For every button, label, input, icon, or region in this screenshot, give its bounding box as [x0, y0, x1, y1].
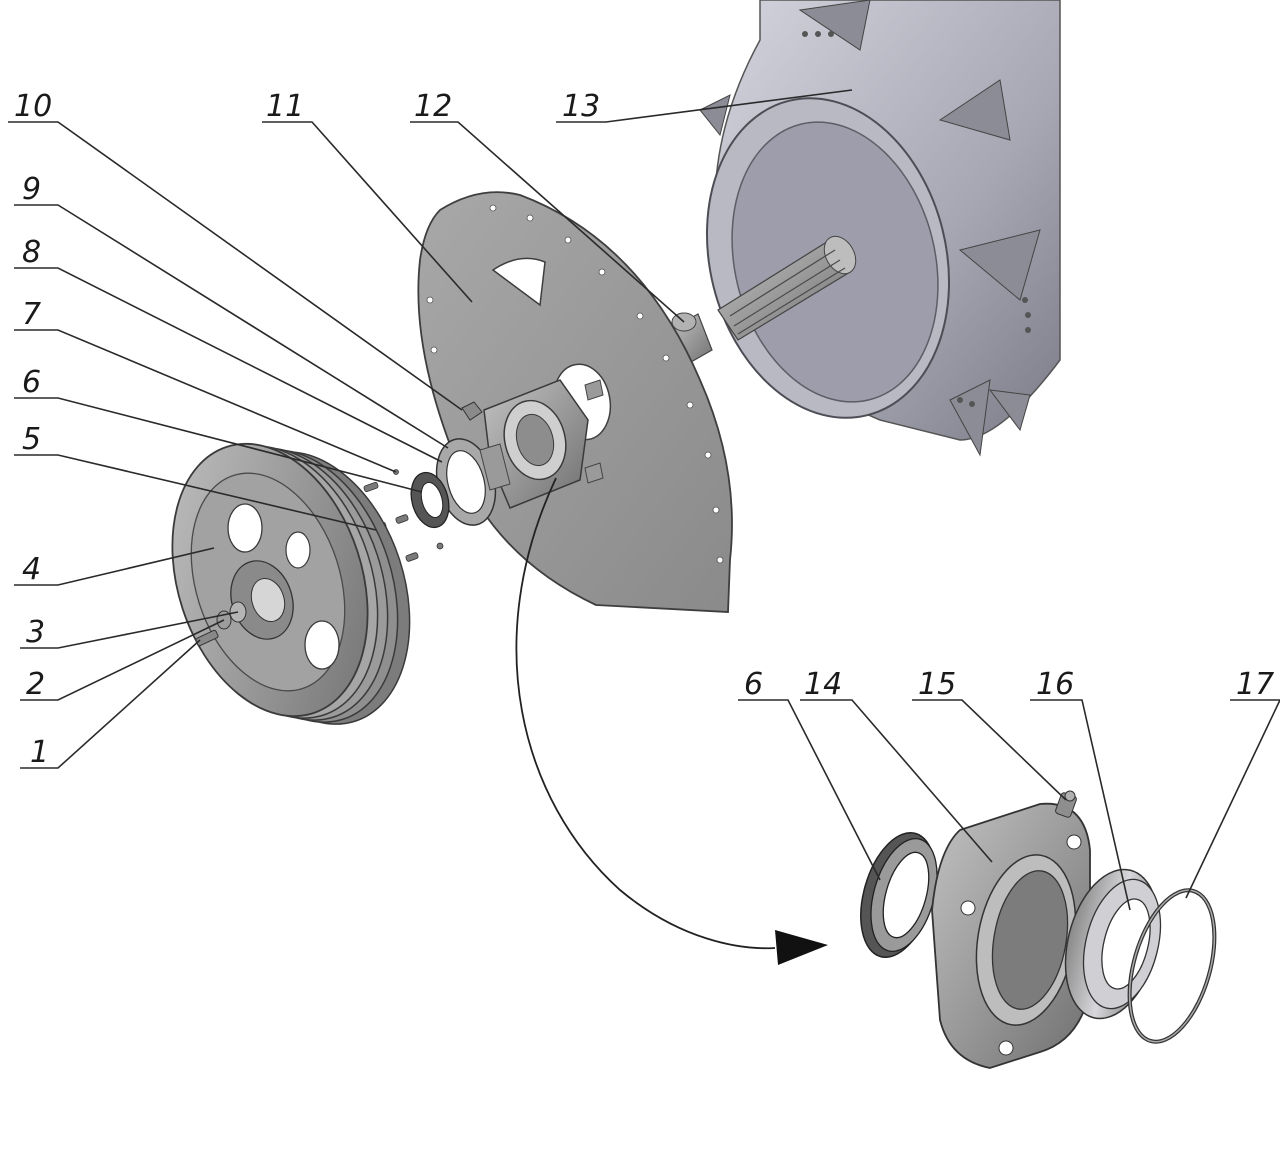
callout-10: 10: [14, 89, 52, 124]
splined-shaft: [717, 235, 857, 341]
bearing-housing-part-14: [931, 802, 1091, 1069]
detail-arrow: [515, 477, 828, 965]
callout-6: 6: [22, 365, 41, 400]
seal-part-6: [410, 471, 450, 529]
callout-16: 16: [1036, 667, 1074, 702]
callout-7: 7: [22, 297, 41, 332]
nut-part-10: [461, 401, 483, 421]
rotor-drum-part-13: [699, 0, 1061, 457]
callout-4: 4: [22, 552, 41, 587]
callout-14: 14: [804, 667, 842, 702]
pulley-part-4: [171, 442, 411, 725]
callout-15: 15: [918, 667, 956, 702]
callout-5: 5: [22, 422, 41, 457]
cylinder-part-8: [479, 443, 511, 491]
callout-13: 13: [562, 89, 600, 124]
callout-11: 11: [266, 89, 304, 124]
callout-1: 1: [30, 735, 49, 770]
bearing-housing-mounted: [483, 379, 604, 509]
callout-2: 2: [26, 667, 45, 702]
retaining-ring-part-17: [1127, 888, 1217, 1044]
callout-3: 3: [26, 615, 45, 650]
flange-ring-part-9: [435, 438, 497, 526]
callout-17: 17: [1236, 667, 1274, 702]
callout-9: 9: [22, 172, 41, 207]
bearing-part-16: [1064, 868, 1162, 1020]
callout-8: 8: [22, 235, 41, 270]
seal-part-6-detail: [860, 832, 938, 958]
callout-labels: 10 11 12 13 9 8 7 6 5 4 3 2 1 6 14 15 16…: [14, 89, 1274, 770]
callout-6-detail: 6: [744, 667, 763, 702]
grease-fitting-part-15: [1055, 790, 1077, 818]
callout-12: 12: [414, 89, 452, 124]
leader-lines: [8, 89, 1280, 911]
